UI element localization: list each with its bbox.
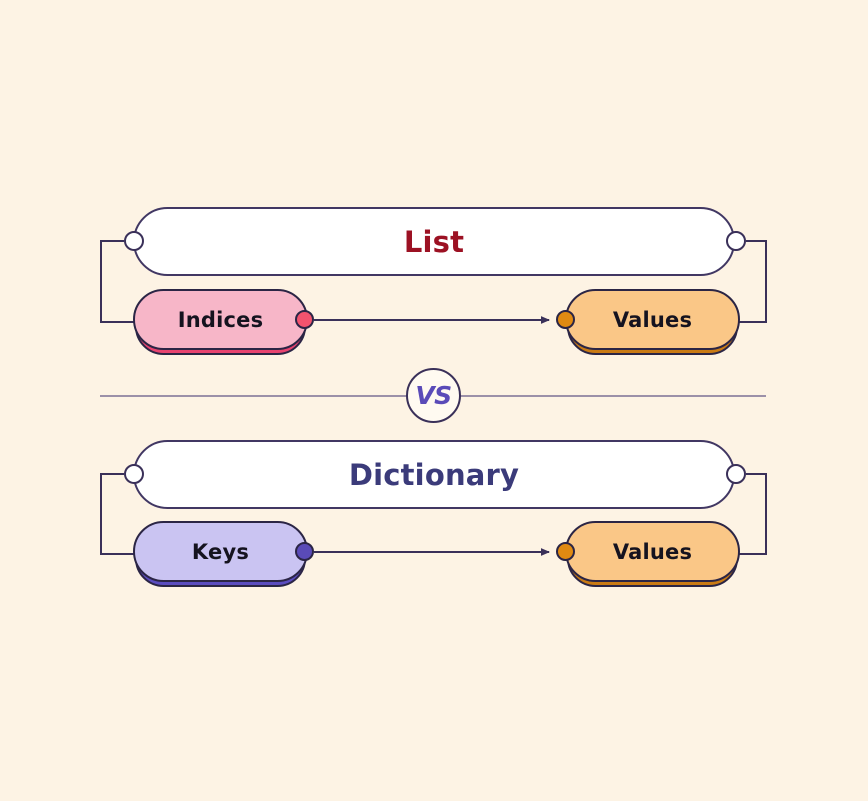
keys-node[interactable]: Keys xyxy=(133,521,308,591)
vs-badge: VS xyxy=(406,368,461,423)
list-values-label: Values xyxy=(612,307,693,332)
keys-output-dot-icon xyxy=(295,542,314,561)
list-right-connector-dot-icon xyxy=(726,231,746,251)
indices-output-dot-icon xyxy=(295,310,314,329)
dictionary-title: Dictionary xyxy=(348,457,520,492)
list-left-connector-dot-icon xyxy=(124,231,144,251)
dictionary-values-node-face: Values xyxy=(565,521,740,582)
indices-label: Indices xyxy=(177,307,264,332)
dictionary-right-connector-dot-icon xyxy=(726,464,746,484)
list-values-input-dot-icon xyxy=(556,310,575,329)
dictionary-header-bar: Dictionary xyxy=(133,440,735,509)
dictionary-values-node[interactable]: Values xyxy=(565,521,740,591)
keys-label: Keys xyxy=(191,539,250,564)
dictionary-left-connector-dot-icon xyxy=(124,464,144,484)
list-header-bar: List xyxy=(133,207,735,276)
list-values-node-face: Values xyxy=(565,289,740,350)
dictionary-values-label: Values xyxy=(612,539,693,564)
indices-node-face: Indices xyxy=(133,289,308,350)
dictionary-values-input-dot-icon xyxy=(556,542,575,561)
keys-node-face: Keys xyxy=(133,521,308,582)
list-values-node[interactable]: Values xyxy=(565,289,740,359)
indices-node[interactable]: Indices xyxy=(133,289,308,359)
list-title: List xyxy=(403,224,465,259)
vs-label: VS xyxy=(415,381,452,410)
